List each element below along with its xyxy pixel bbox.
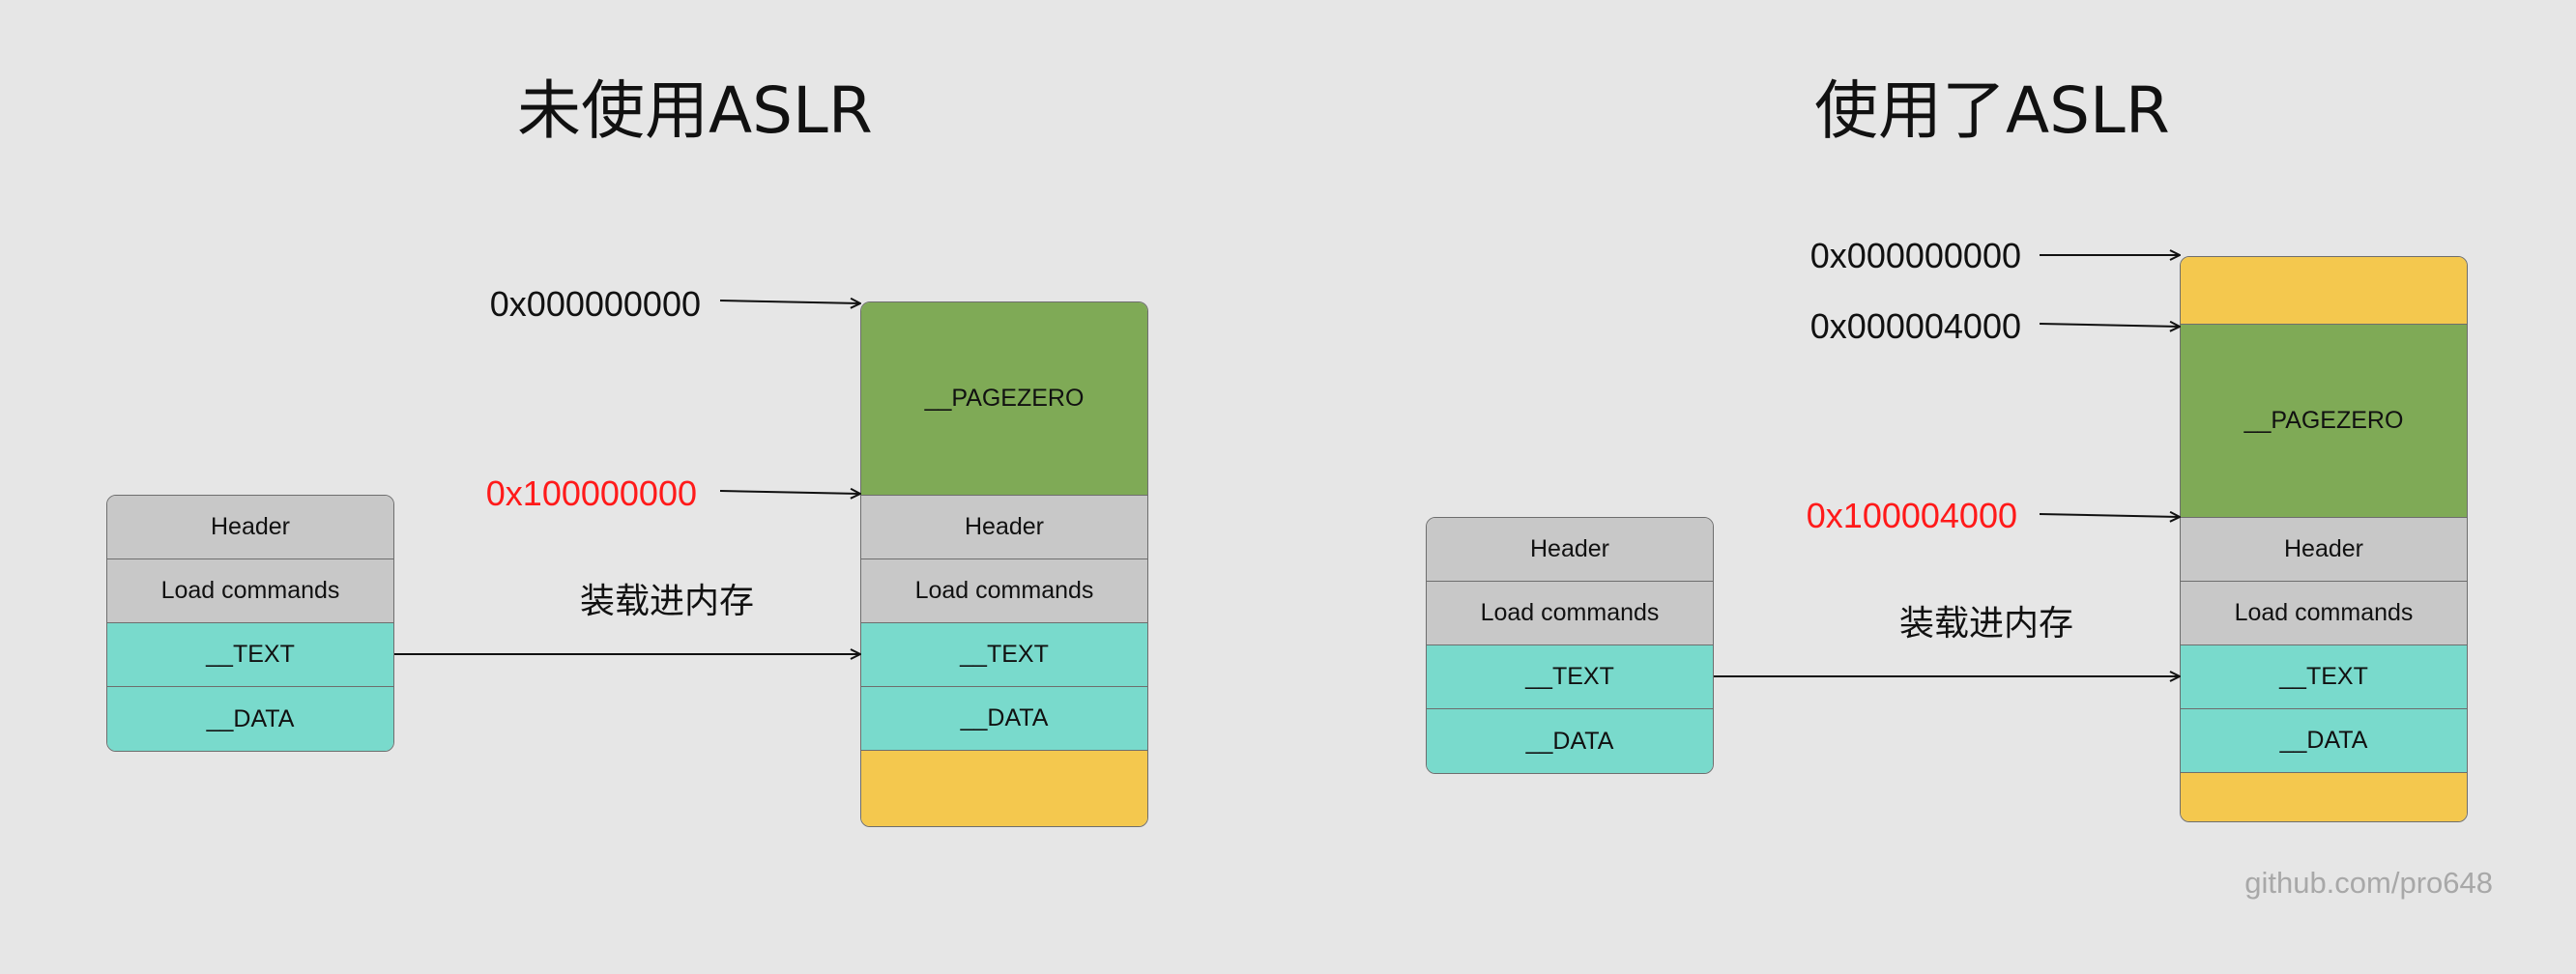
right-mem-load-commands: Load commands (2181, 582, 2467, 645)
left-file-stack: Header Load commands __TEXT __DATA (106, 495, 394, 752)
left-mem-header: Header (861, 496, 1147, 559)
left-arrow-load-address (719, 491, 860, 494)
left-mem-padding (861, 751, 1147, 826)
right-file-stack: Header Load commands __TEXT __DATA (1426, 517, 1714, 774)
left-address-start: 0x000000000 (489, 284, 701, 324)
right-address-load: 0x100004000 (1806, 496, 2017, 535)
right-mem-pagezero: __PAGEZERO (2181, 325, 2467, 518)
left-mem-pagezero: __PAGEZERO (861, 302, 1147, 496)
right-arrow-load-address (2039, 514, 2180, 517)
right-file-data: __DATA (1427, 709, 1713, 773)
left-address-load: 0x100000000 (485, 473, 697, 513)
right-mem-slide-padding (2181, 257, 2467, 325)
left-file-load-commands: Load commands (107, 559, 393, 623)
right-load-caption: 装载进内存 (1899, 604, 2074, 644)
left-load-caption: 装载进内存 (580, 582, 755, 621)
right-mem-header: Header (2181, 518, 2467, 582)
left-file-header: Header (107, 496, 393, 559)
right-file-header: Header (1427, 518, 1713, 582)
right-arrow-slide (2039, 324, 2180, 327)
left-mem-text: __TEXT (861, 623, 1147, 687)
right-memory-stack: __PAGEZERO Header Load commands __TEXT _… (2180, 256, 2468, 822)
left-mem-data: __DATA (861, 687, 1147, 751)
right-mem-data: __DATA (2181, 709, 2467, 773)
right-file-load-commands: Load commands (1427, 582, 1713, 645)
right-mem-padding (2181, 773, 2467, 821)
left-mem-load-commands: Load commands (861, 559, 1147, 623)
left-title: 未使用ASLR (517, 73, 873, 148)
left-arrow-start (719, 301, 860, 303)
left-file-data: __DATA (107, 687, 393, 751)
left-memory-stack: __PAGEZERO Header Load commands __TEXT _… (860, 301, 1148, 827)
right-address-slide: 0x000004000 (1809, 306, 2021, 346)
right-file-text: __TEXT (1427, 645, 1713, 709)
right-address-start: 0x000000000 (1809, 236, 2021, 275)
right-title: 使用了ASLR (1814, 73, 2170, 148)
left-file-text: __TEXT (107, 623, 393, 687)
right-mem-text: __TEXT (2181, 645, 2467, 709)
watermark: github.com/pro648 (2244, 866, 2493, 900)
